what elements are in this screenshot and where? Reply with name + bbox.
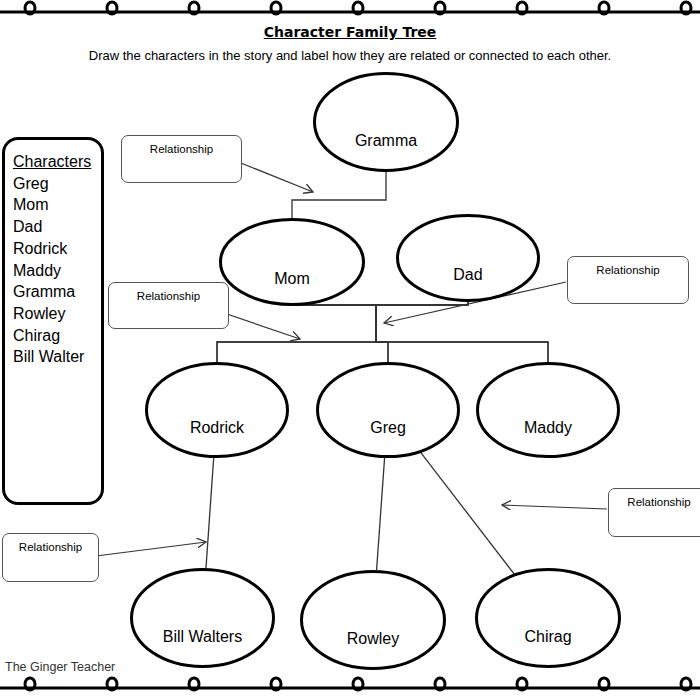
ellipse-shape [221, 220, 364, 305]
list-item: Greg [13, 173, 95, 195]
leader-arrow [502, 505, 607, 509]
leader-arrow [88, 542, 206, 557]
relationship-box: Relationship [2, 533, 99, 582]
character-ellipse: Mom [219, 218, 365, 306]
ellipse-outline [475, 568, 621, 668]
list-item: Chirag [13, 325, 95, 347]
ellipse-outline [130, 568, 275, 668]
credit-text: The Ginger Teacher [5, 660, 205, 674]
relationship-box: Relationship [121, 135, 242, 183]
relationship-label: Relationship [568, 264, 688, 276]
relationship-label: Relationship [122, 143, 241, 155]
border-curl [435, 678, 445, 690]
border-curl [435, 2, 445, 14]
ellipse-outline [313, 72, 459, 172]
character-name: Gramma [313, 132, 459, 150]
border-curl [599, 2, 609, 14]
border-curl [107, 2, 117, 14]
border-line [0, 687, 700, 690]
list-item: Maddy [13, 260, 95, 282]
border-curl [353, 678, 363, 690]
border-curl [25, 2, 35, 14]
family-line [292, 172, 386, 218]
border-curl [271, 678, 281, 690]
ellipse-shape [398, 216, 539, 301]
border-curl [189, 678, 199, 690]
character-ellipse: Chirag [475, 568, 621, 668]
family-line [292, 305, 388, 362]
character-ellipse: Rowley [300, 570, 446, 670]
ellipse-shape [147, 364, 288, 457]
leader-arrow [231, 159, 313, 192]
ellipse-outline [300, 570, 446, 670]
family-line [376, 302, 468, 362]
list-item: Rodrick [13, 238, 95, 260]
family-line [217, 305, 376, 362]
ellipse-shape [302, 572, 445, 669]
list-item: Dad [13, 216, 95, 238]
list-item: Rowley [13, 303, 95, 325]
relationship-label: Relationship [109, 290, 228, 302]
character-name: Chirag [475, 628, 621, 646]
character-name: Greg [316, 419, 460, 437]
character-name: Rodrick [145, 419, 289, 437]
border-curl [25, 678, 35, 690]
border-curl [599, 678, 609, 690]
border-curl [681, 678, 691, 690]
family-line [217, 302, 468, 362]
border-curl [517, 678, 527, 690]
instructions: Draw the characters in the story and lab… [0, 48, 700, 63]
title: Character Family Tree [0, 24, 700, 40]
list-heading: Characters [13, 151, 95, 173]
character-name: Mom [219, 270, 365, 288]
relationship-label: Relationship [3, 541, 98, 553]
family-line [421, 453, 514, 574]
border-curl [107, 678, 117, 690]
family-line [377, 458, 385, 570]
border-curl [353, 2, 363, 14]
character-ellipse: Bill Walters [130, 568, 275, 668]
ellipse-outline [316, 362, 460, 458]
character-name: Bill Walters [130, 628, 275, 646]
family-line [376, 302, 548, 362]
ellipse-outline [476, 362, 620, 458]
leader-arrow [218, 311, 300, 339]
character-ellipse: Maddy [476, 362, 620, 458]
character-ellipse: Rodrick [145, 362, 289, 458]
border-curl [517, 2, 527, 14]
list-item: Gramma [13, 281, 95, 303]
ellipse-outline [396, 214, 540, 302]
relationship-box: Relationship [567, 256, 689, 304]
relationship-label: Relationship [609, 496, 700, 508]
border-curl [271, 2, 281, 14]
character-name: Maddy [476, 419, 620, 437]
character-ellipse: Gramma [313, 72, 459, 172]
relationship-box: Relationship [608, 488, 700, 537]
ellipse-shape [315, 74, 458, 171]
border-curl [681, 2, 691, 14]
border-line [0, 11, 700, 14]
ellipse-shape [318, 364, 459, 457]
ellipse-outline [219, 218, 365, 306]
ellipse-shape [132, 570, 274, 667]
list-item: Mom [13, 194, 95, 216]
ellipse-outline [145, 362, 289, 458]
family-line [206, 458, 214, 568]
character-ellipse: Greg [316, 362, 460, 458]
character-list: CharactersGregMomDadRodrickMaddyGrammaRo… [2, 137, 104, 505]
ellipse-shape [477, 570, 620, 667]
list-item: Bill Walter [13, 346, 95, 368]
border-curl [189, 2, 199, 14]
relationship-box: Relationship [108, 282, 229, 329]
character-name: Dad [396, 266, 540, 284]
family-line [292, 305, 548, 362]
character-name: Rowley [300, 630, 446, 648]
character-ellipse: Dad [396, 214, 540, 302]
ellipse-shape [478, 364, 619, 457]
